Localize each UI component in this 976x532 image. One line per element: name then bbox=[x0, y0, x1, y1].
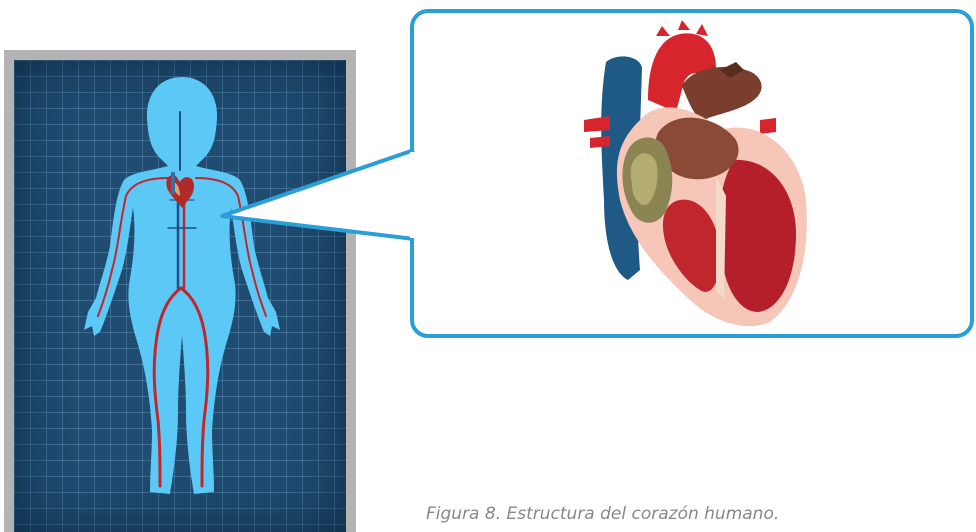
figure-caption: Figura 8. Estructura del corazón humano. bbox=[426, 504, 779, 524]
human-body-silhouette bbox=[84, 77, 280, 494]
